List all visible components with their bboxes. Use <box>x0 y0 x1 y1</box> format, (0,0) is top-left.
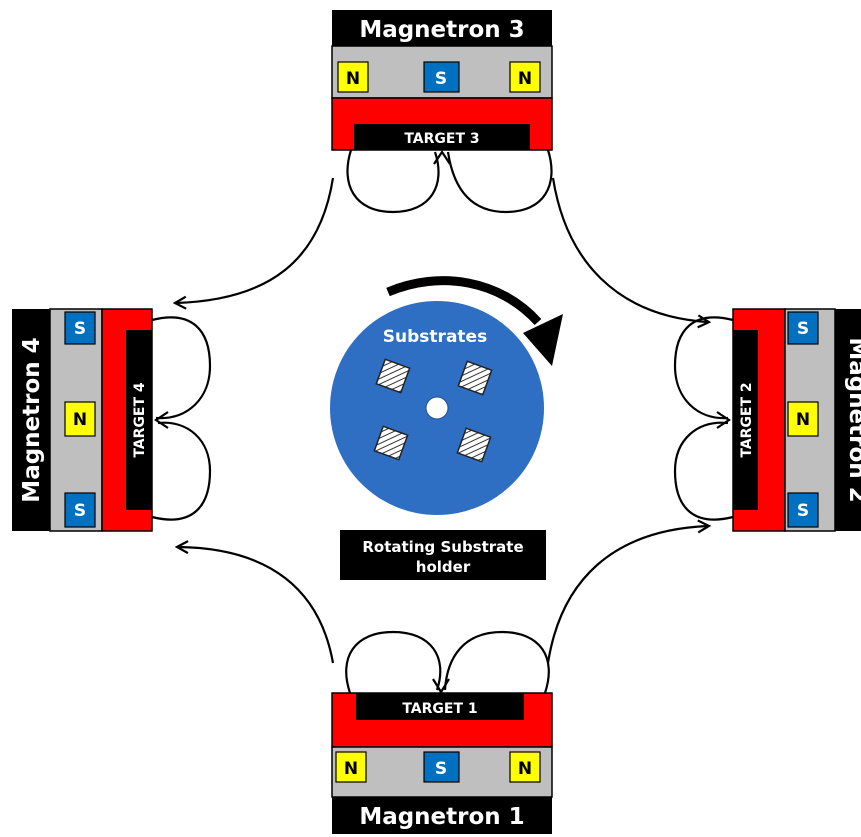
magnetron-3-target-label: TARGET 3 <box>404 131 479 147</box>
magnetron-2-pole-middle-label: N <box>796 410 810 430</box>
magnetron-4-label: Magnetron 4 <box>19 337 45 502</box>
field-arrowhead-top <box>433 150 451 165</box>
flux-arrow-3-to-4 <box>176 177 335 303</box>
magnetron-4-label-bar <box>12 309 50 531</box>
field-loop-top-left <box>346 149 440 214</box>
holder-label-box <box>340 530 546 580</box>
magnetron-1-pole-left-label: N <box>344 759 358 779</box>
rotation-arrow-head <box>523 314 563 366</box>
flux-arrow-3-to-2 <box>551 177 708 322</box>
magnetron-3-target <box>354 124 530 150</box>
field-loop-right-top <box>673 316 734 420</box>
rotation-arrow-shaft <box>386 276 542 326</box>
magnetron-2-target <box>733 330 758 510</box>
magnetron-2: TARGET 2 S N S Magnetron 2 <box>732 308 861 532</box>
magnetron-1-label-bar <box>332 797 552 834</box>
magnetron-1-label: Magnetron 1 <box>359 804 524 830</box>
magnetron-4-pole-bottom-label: S <box>74 501 86 521</box>
magnetron-4-target <box>126 330 152 510</box>
flux-arrow-1-to-4 <box>178 547 335 664</box>
substrate-sample-1 <box>375 358 411 394</box>
substrate-holder: Substrates <box>330 301 544 515</box>
field-arrowheads <box>154 150 731 695</box>
holder-label: Rotating Substrate holder <box>340 530 546 580</box>
magnetron-4: Magnetron 4 S N S TARGET 4 <box>12 308 153 532</box>
magnetron-2-label-bar <box>835 309 861 531</box>
magnetron-1-pole-center-label: S <box>435 759 447 779</box>
substrate-sample-4 <box>456 427 492 463</box>
magnetron-3-pole-left <box>337 61 369 93</box>
magnetron-3-pole-right <box>509 61 541 93</box>
magnetron-3-pole-right-label: N <box>518 69 532 89</box>
magnetron-2-label: Magnetron 2 <box>844 337 861 502</box>
field-loop-bottom-right <box>443 630 550 694</box>
magnetron-1: TARGET 1 N S N Magnetron 1 <box>331 692 553 834</box>
magnetron-1-pole-center <box>423 751 460 783</box>
magnetron-4-pole-bottom <box>64 492 96 528</box>
rotation-arrow <box>386 276 563 366</box>
magnetron-2-pole-middle <box>787 401 819 437</box>
field-loop-right-bottom <box>673 421 734 521</box>
magnetron-2-pole-top <box>787 311 819 345</box>
substrates-label: Substrates <box>383 327 487 347</box>
magnetron-1-target <box>356 693 524 720</box>
magnetron-1-target-label: TARGET 1 <box>402 701 477 717</box>
magnetron-3: Magnetron 3 N S N TARGET 3 <box>331 10 553 151</box>
magnetron-2-target-label: TARGET 2 <box>739 382 755 457</box>
field-arrowhead-right <box>716 411 731 429</box>
magnetron-1-pole-right <box>509 751 541 783</box>
field-loop-left-bottom <box>151 421 212 521</box>
flux-arrow-1-to-2 <box>546 526 708 664</box>
magnetron-3-label: Magnetron 3 <box>359 17 524 43</box>
magnetron-1-pole-left <box>335 751 367 783</box>
magnetic-field-lines <box>151 149 734 694</box>
field-loop-top-right <box>446 149 553 214</box>
magnetron-3-pole-center-label: S <box>435 69 447 89</box>
field-loop-left-top <box>151 316 212 420</box>
substrate-sample-3 <box>373 425 409 461</box>
magnetron-2-pole-bottom <box>787 492 819 528</box>
magnetron-4-pole-top <box>64 311 96 345</box>
magnetron-2-pole-top-label: S <box>797 319 809 339</box>
magnetron-3-label-bar <box>332 10 552 46</box>
field-arrowhead-bottom <box>432 678 450 695</box>
magnetron-4-pole-top-label: S <box>74 319 86 339</box>
flux-arrows <box>176 177 708 664</box>
substrate-sample-2 <box>457 360 493 396</box>
magnetron-4-target-label: TARGET 4 <box>132 382 148 458</box>
magnetron-3-pole-center <box>423 61 460 93</box>
field-loop-bottom-left <box>345 630 442 694</box>
magnetron-1-pole-right-label: N <box>518 759 532 779</box>
magnetron-2-pole-bottom-label: S <box>797 501 809 521</box>
field-arrowhead-left <box>154 411 169 429</box>
holder-label-line1: Rotating Substrate <box>362 538 523 556</box>
magnetron-4-pole-middle-label: N <box>73 410 87 430</box>
substrate-center-hole <box>425 396 449 420</box>
magnetron-3-pole-left-label: N <box>346 69 360 89</box>
magnetron-4-pole-middle <box>64 401 96 437</box>
holder-label-line2: holder <box>416 558 471 576</box>
